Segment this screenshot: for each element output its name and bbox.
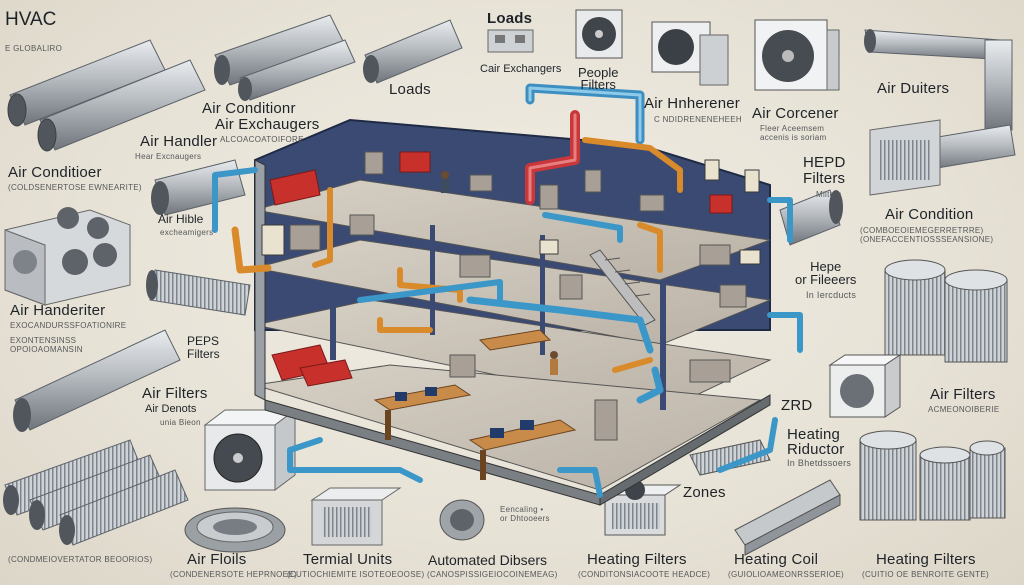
label-air-condition-right: Air Condition (885, 206, 974, 223)
label-zones: Zones (683, 484, 726, 501)
label-air-filters-left-sub2: unia Bieon (160, 418, 201, 427)
label-air-floils: Air Floils (187, 551, 247, 568)
office-furniture (289, 151, 747, 441)
duct-icon-group-left (3, 14, 843, 546)
diffuser-icon (184, 507, 286, 553)
label-air-exchangers: Air Exchaugers (215, 116, 320, 133)
duct-icon (363, 19, 463, 84)
condenser-icon (651, 21, 729, 86)
label-people-filters: People Filters (578, 65, 619, 92)
label-heating-filters-mid-sub: (CONDITONSIACOOTE HEADCE) (578, 570, 711, 579)
diagram-title: HVAC (5, 9, 57, 30)
label-hepd-sub: Milters (816, 190, 842, 199)
label-air-conditioer-sub: (COLDSENERTOSE EWNEARITE) (8, 183, 142, 192)
duct-icon (214, 14, 356, 101)
label-hepd-filters: HEPD Filters (803, 154, 846, 187)
fan-unit-icon (869, 119, 941, 196)
label-air-handeriter-sub1: EXOCANDURSSFOATIONIRE (10, 321, 127, 330)
fan-unit-icon (439, 499, 485, 541)
label-air-corcener-sub: Fleer Aceemsem accenis is soriam (760, 124, 827, 142)
condenser-icon (310, 487, 402, 546)
label-air-handler: Air Handler (140, 133, 218, 150)
label-air-filters-left: Air Filters (142, 385, 208, 402)
label-peps-filters: PEPS Filters (187, 334, 220, 361)
duct-icon (37, 59, 206, 152)
label-cair-exchangers: Cair Exchangers (480, 63, 562, 75)
label-automated-dibsers: Automated Dibsers (428, 552, 548, 568)
condenser-icon (754, 19, 840, 91)
filter-cylinder-icon (859, 430, 1006, 521)
pipe-network (212, 83, 803, 498)
desk-icon (373, 329, 577, 480)
label-heating-coil-sub: (GUIOLIOAMEONRSSERIOE) (728, 570, 844, 579)
label-air-filters-right-sub: ACMEONOIBERIE (928, 405, 1000, 414)
filter-cylinder-icon (884, 259, 1008, 363)
label-air-conditioer: Air Conditioer (8, 164, 102, 181)
duct-icon (13, 329, 181, 432)
label-heating-coil: Heating Coil (734, 551, 819, 568)
label-bottom-left-sub: (CONDMEIOVERTATOR BEOORIOS) (8, 555, 153, 564)
diagram-subtitle: E GLOBALIRO (5, 44, 63, 53)
label-terminal-units: Termial Units (303, 551, 393, 568)
fan-unit-icon (4, 207, 131, 306)
duct-icon (151, 159, 246, 216)
label-automated-dibsers-sub: (CANOSPISSIGEIOCOINEMEAG) (427, 570, 558, 579)
label-air-duiters: Air Duiters (877, 80, 950, 97)
heating-coil-icon (689, 439, 771, 476)
window-icon (261, 159, 761, 265)
label-terminal-units-sub: (CUTIOCHIEMITE ISOTEOEOOSE) (287, 570, 425, 579)
duct-icon (7, 39, 166, 127)
heating-coil-icon (734, 479, 841, 556)
condenser-icon (203, 409, 297, 491)
label-air-condition-right-sub: (COMBOEOIEMEGERRETRRE) (ONEFACCENTIOSSSE… (860, 226, 994, 244)
label-air-hible: Air Hible (158, 212, 204, 226)
label-air-filters-right: Air Filters (930, 386, 996, 403)
label-decoraling: Eencaling • or Dhtooeers (500, 505, 550, 523)
label-heating-riductor: Heating Riductor (787, 426, 845, 458)
label-heating-riductor-sub: In Bhetdssoers (787, 458, 852, 468)
fan-unit-icon (603, 480, 682, 536)
label-heating-filters-right: Heating Filters (876, 551, 976, 568)
duct-icon (146, 269, 251, 316)
label-air-hnherener: Air Hnherener (644, 95, 740, 112)
building-cutaway (254, 118, 772, 506)
label-loads-mid: Loads (389, 81, 431, 98)
label-zrd: ZRD (781, 397, 813, 414)
fan-unit-icon (487, 29, 534, 53)
fan-unit-icon (575, 9, 623, 59)
label-air-condition-left: Air Conditionr (202, 100, 296, 117)
label-air-filters-left-sub: Air Denots (145, 403, 197, 415)
duct-icon (779, 189, 843, 246)
label-air-floils-sub: (CONDENERSOTE HEPRNOEE) (170, 570, 297, 579)
label-hepe-filters: Hepe or Fileeers (795, 259, 857, 287)
label-loads-top: Loads (487, 10, 533, 27)
label-air-corcener: Air Corcener (752, 105, 839, 122)
label-air-hible-sub: excheamigers (160, 228, 214, 237)
duct-icon (864, 29, 1016, 171)
label-air-handler-sub: Hear Excnaugers (135, 152, 202, 161)
label-air-exchangers-sub: ALCOACOATOIFORE (220, 135, 304, 144)
sofa-icon (269, 151, 733, 387)
duct-icon (3, 439, 189, 546)
label-air-handeriter: Air Handeriter (10, 302, 106, 319)
label-heating-filters-mid: Heating Filters (587, 551, 687, 568)
label-air-handeriter-sub2: EXONTENSINSS OPOIOAOMANSIN (10, 336, 83, 354)
label-air-hnherener-sub: C NDIDRENENEHEEH (654, 115, 742, 124)
label-hepe-sub: In Iercducts (806, 290, 857, 300)
fan-unit-icon (828, 354, 902, 418)
label-heating-filters-right-sub: (CUITIO OE BENROITE GENTE) (862, 570, 989, 579)
person-icon (441, 171, 558, 375)
